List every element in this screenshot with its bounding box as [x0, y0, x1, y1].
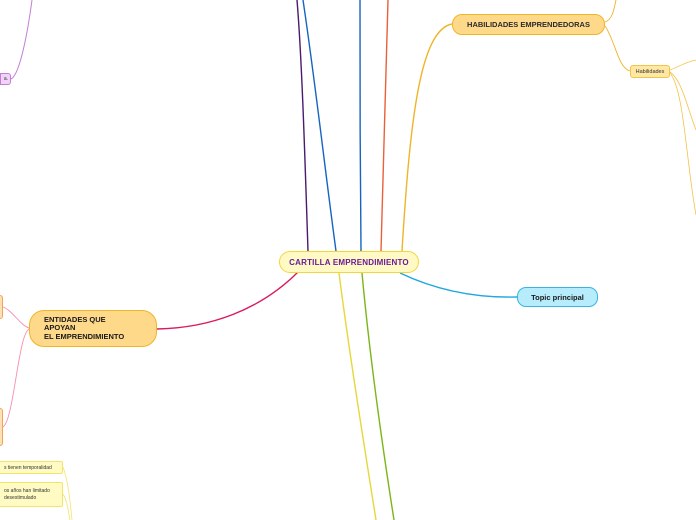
topic-principal-label: Topic principal: [531, 292, 584, 302]
connector-cyan: [399, 272, 518, 298]
connector-note2: [62, 493, 71, 520]
topic-principal[interactable]: Topic principal: [517, 287, 598, 307]
connector-pink: [156, 271, 299, 330]
connector-hab-sub: [604, 25, 631, 72]
connector-left-top: [10, 0, 33, 80]
entidades-subtopic-stub-1[interactable]: [0, 295, 3, 319]
central-topic-label: CARTILLA EMPRENDIMIENTO: [289, 257, 409, 267]
note-temporalidad-label: s tienen temporalidad: [4, 464, 52, 471]
habilidades-sub-label: Habilidades: [635, 68, 665, 75]
topic-habilidades-emprendedoras[interactable]: HABILIDADES EMPRENDEDORAS: [452, 14, 605, 35]
note-temporalidad[interactable]: s tienen temporalidad: [0, 461, 63, 474]
topic-entidades[interactable]: ENTIDADES QUE APOYAN EL EMPRENDIMIENTO: [29, 310, 157, 347]
connector-ent-down: [2, 328, 30, 428]
left-stub-label: a.: [3, 76, 8, 82]
connector-hab-up: [604, 0, 617, 23]
connector-yellow: [338, 272, 377, 520]
connector-blue: [302, 0, 337, 252]
left-topic-stub[interactable]: a.: [0, 73, 11, 85]
entidades-label: ENTIDADES QUE APOYAN EL EMPRENDIMIENTO: [44, 314, 125, 341]
connector-orange: [380, 0, 389, 252]
connector-hab-sub-down1: [669, 71, 696, 131]
connector-gold: [401, 23, 453, 252]
connector-hab-sub-up: [669, 59, 696, 71]
connector-ent-up: [2, 306, 30, 329]
entidades-subtopic-stub-2[interactable]: [0, 408, 3, 446]
subtopic-habilidades[interactable]: Habilidades: [630, 65, 670, 78]
connector-hab-sub-down2: [669, 72, 696, 216]
connector-purple: [296, 0, 309, 252]
connector-navy: [359, 0, 362, 252]
note-anos[interactable]: os años han limitado desestimulado: [0, 482, 63, 507]
connector-note: [62, 466, 73, 520]
connector-green: [361, 272, 395, 520]
central-topic[interactable]: CARTILLA EMPRENDIMIENTO: [279, 251, 419, 273]
habilidades-label: HABILIDADES EMPRENDEDORAS: [467, 20, 590, 29]
note-anos-label: os años han limitado desestimulado: [4, 487, 50, 501]
